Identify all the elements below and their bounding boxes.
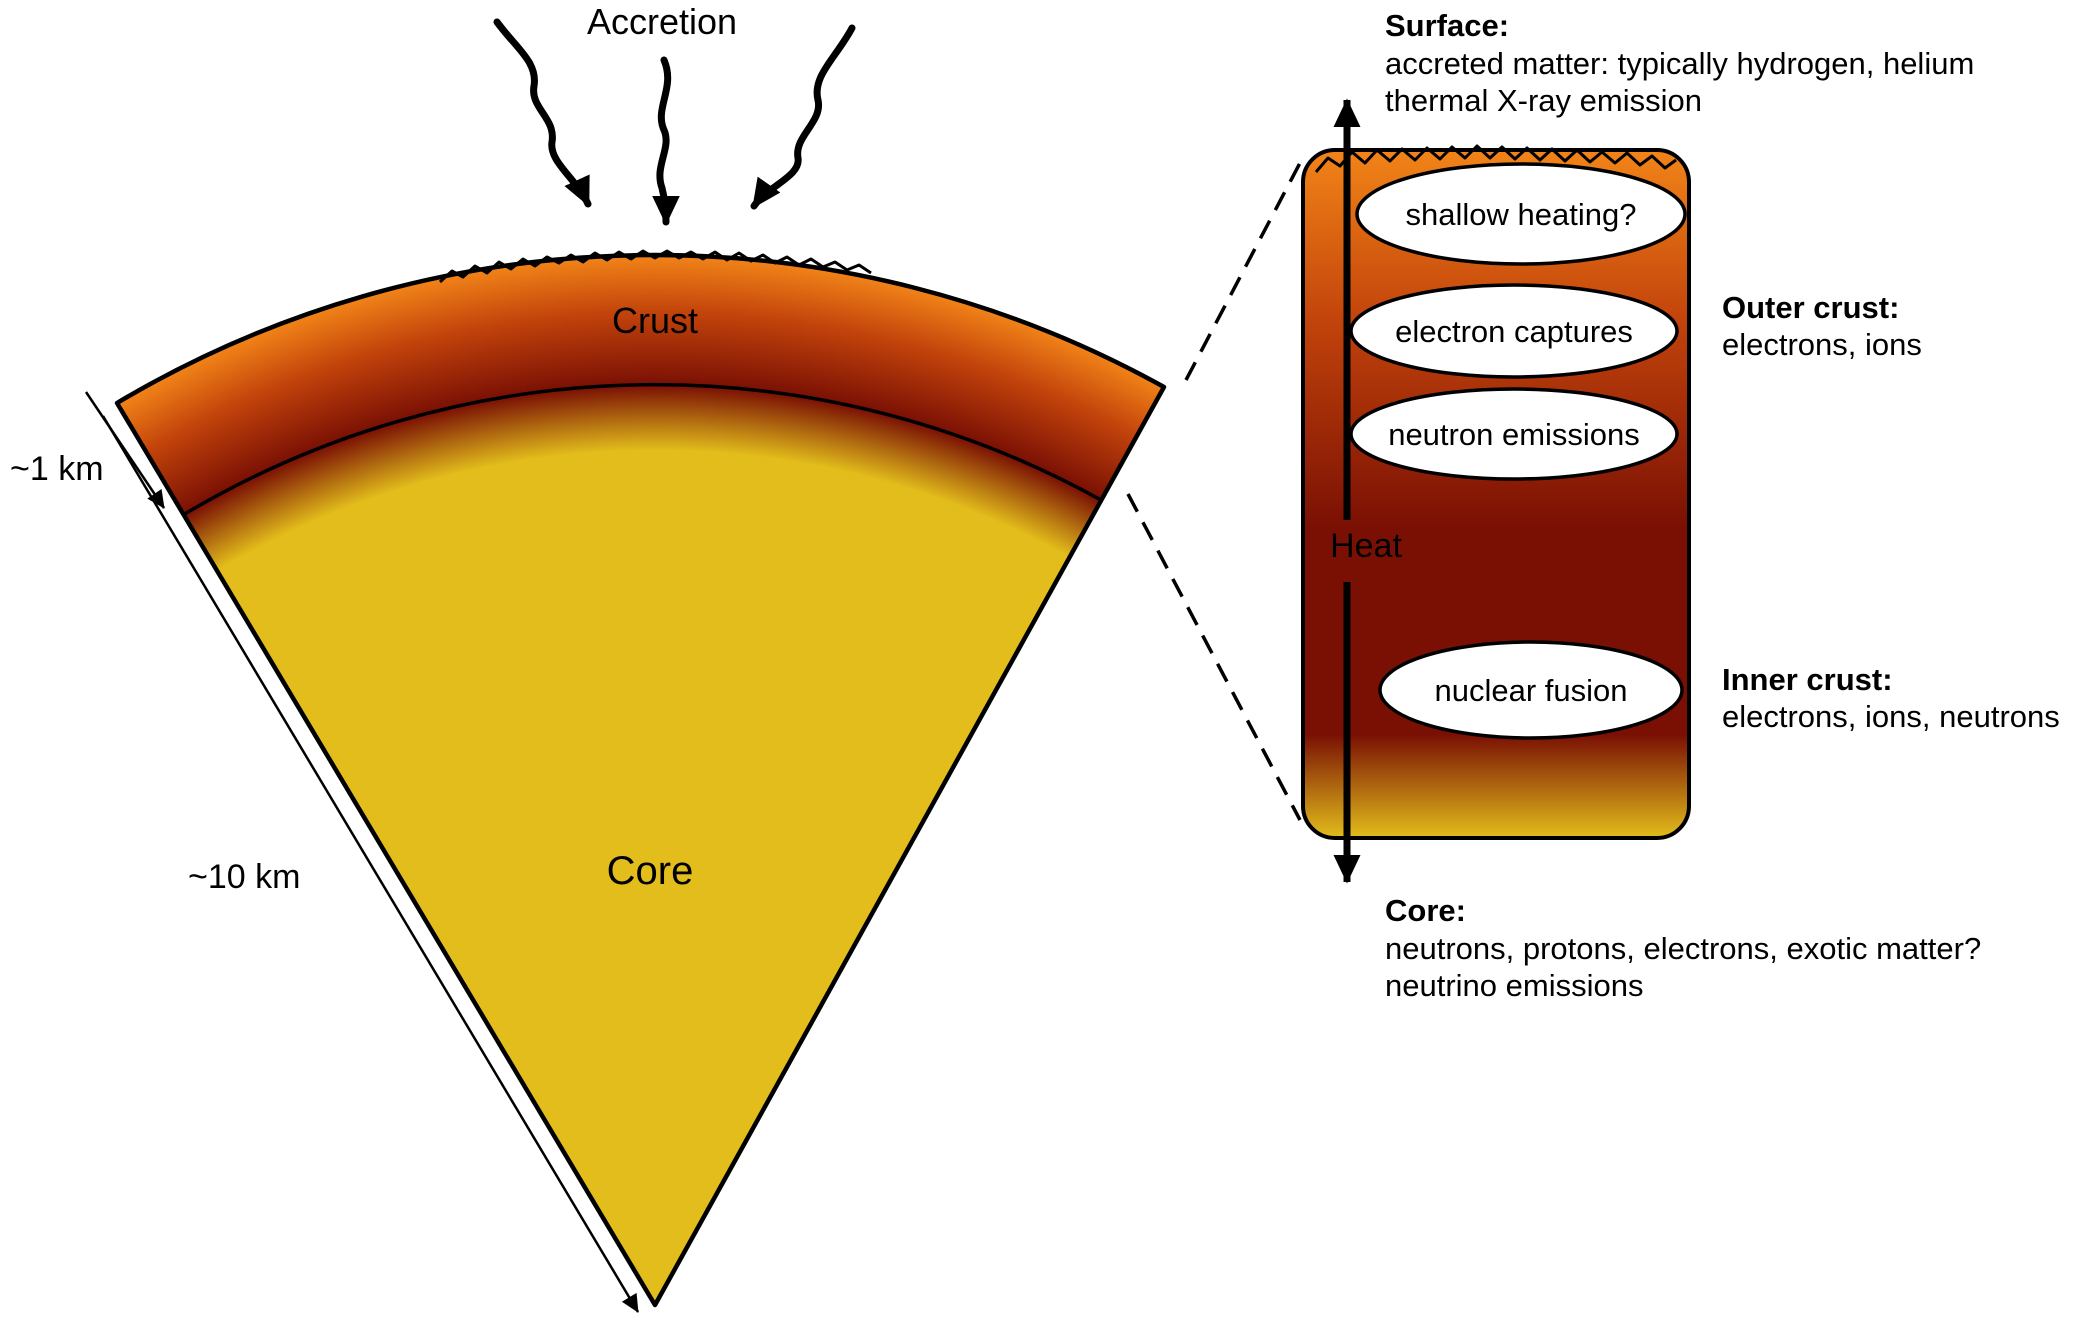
zoom-dashed-line-top — [1184, 162, 1302, 381]
process-label-shallow-heating: shallow heating? — [1406, 197, 1637, 232]
crust-label: Crust — [612, 300, 698, 341]
process-label-electron-captures: electron captures — [1395, 314, 1633, 349]
core-radius-label: ~10 km — [188, 858, 300, 896]
core-line-1: neutrons, protons, electrons, exotic mat… — [1385, 931, 1981, 966]
surface-line-2: thermal X-ray emission — [1385, 83, 1702, 118]
core-line-2: neutrino emissions — [1385, 968, 1643, 1003]
surface-line-1: accreted matter: typically hydrogen, hel… — [1385, 46, 1974, 81]
crust-band — [117, 255, 1164, 516]
outer-crust-line-1: electrons, ions — [1722, 327, 1922, 362]
column-surface-fuzz — [1314, 144, 1677, 173]
core-radius-arrow — [101, 415, 640, 1313]
process-ellipse-electron-captures — [1349, 283, 1679, 379]
neutron-star-core-wedge — [117, 255, 1164, 1305]
inner-crust-title: Inner crust: — [1722, 662, 1893, 697]
accretion-arrow-middle — [652, 56, 680, 226]
process-ellipse-neutron-emissions — [1349, 387, 1679, 481]
process-label-neutron-emissions: neutron emissions — [1388, 417, 1640, 452]
crust-thickness-label: ~1 km — [10, 450, 104, 488]
process-label-nuclear-fusion: nuclear fusion — [1434, 673, 1627, 708]
zoom-dashed-line-bottom — [1126, 493, 1302, 821]
outer-crust-title: Outer crust: — [1722, 290, 1899, 325]
heat-label: Heat — [1330, 527, 1402, 565]
crust-thickness-arrow — [84, 391, 166, 509]
accreted-surface-fuzz — [438, 249, 872, 284]
crust-core-fade-band — [183, 384, 1101, 571]
crust-inner-boundary-line — [182, 382, 1102, 517]
accretion-arrow-right — [750, 24, 856, 210]
accretion-arrow-left — [493, 18, 592, 208]
process-ellipse-shallow-heating — [1355, 162, 1687, 266]
accretion-label: Accretion — [587, 1, 737, 42]
surface-title: Surface: — [1385, 8, 1509, 43]
inner-crust-line-1: electrons, ions, neutrons — [1722, 699, 2060, 734]
process-ellipse-nuclear-fusion — [1378, 640, 1684, 740]
core-title: Core: — [1385, 893, 1466, 928]
core-label: Core — [607, 849, 694, 893]
